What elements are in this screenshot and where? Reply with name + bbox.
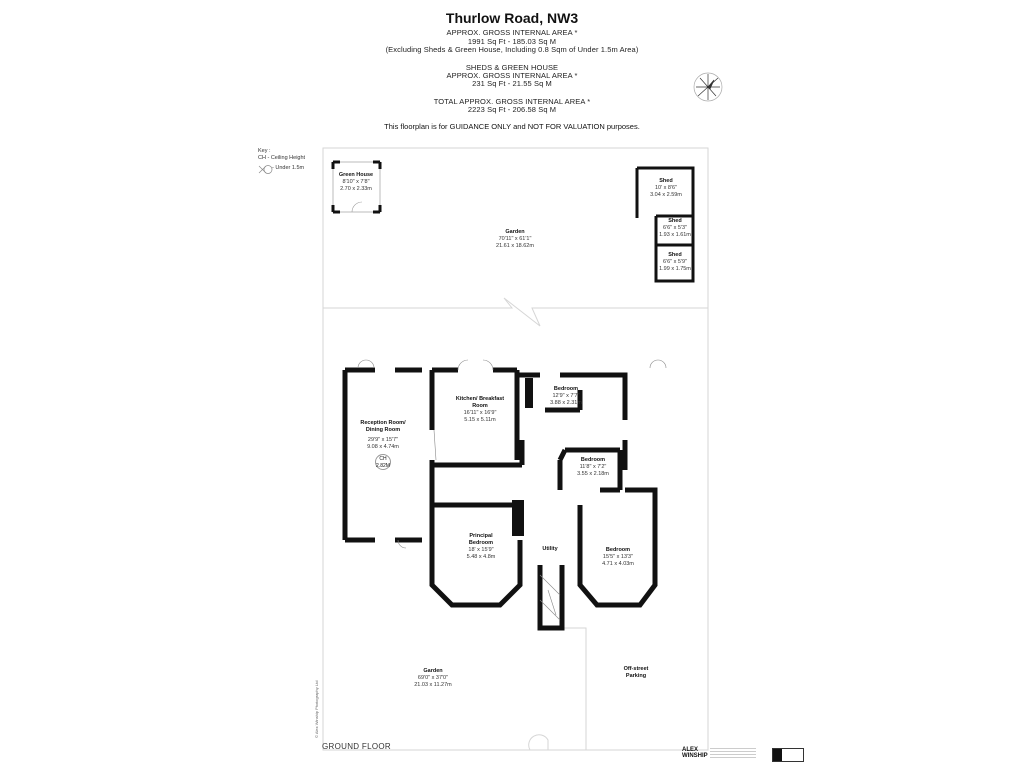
total-area-label: TOTAL APPROX. GROSS INTERNAL AREA * xyxy=(433,97,591,106)
room-metric: 21.61 x 18.62m xyxy=(496,243,534,249)
room-imperial: 16'11" x 16'9" xyxy=(463,410,497,416)
room-name: Kitchen/ Breakfast Room xyxy=(455,396,505,409)
room-parking: Off-street Parking xyxy=(618,666,654,680)
room-metric: 5.15 x 5.11m xyxy=(464,417,496,423)
under-height-icon xyxy=(258,165,273,174)
floor-label: GROUND FLOOR xyxy=(322,742,391,751)
room-imperial: 6'6" x 5'3" xyxy=(662,225,688,231)
room-shed-2: Shed 6'6" x 5'3" 1.93 x 1.61m xyxy=(657,218,693,239)
room-principal-bedroom: Principal Bedroom 18' x 15'9" 5.48 x 4.8… xyxy=(458,533,504,561)
room-utility: Utility xyxy=(536,546,564,553)
room-imperial: 6'6" x 5'9" xyxy=(662,259,688,265)
copyright: © Alex Winship Photography Ltd xyxy=(314,680,319,738)
area-value: 1991 Sq Ft - 185.03 Sq M xyxy=(467,37,557,46)
accreditation-text xyxy=(710,748,756,760)
key-title: Key : xyxy=(258,148,271,154)
room-imperial: 18' x 15'9" xyxy=(468,547,494,553)
room-bedroom-mid: Bedroom 11'8" x 7'2" 3.55 x 2.18m xyxy=(572,457,614,478)
room-shed-1: Shed 10' x 8'6" 3.04 x 2.59m xyxy=(640,178,692,199)
room-name: Bedroom xyxy=(580,457,606,463)
ch-label: CH xyxy=(379,456,387,462)
room-name: Shed xyxy=(659,178,673,184)
area-label: APPROX. GROSS INTERNAL AREA * xyxy=(446,28,578,37)
room-metric: 9.08 x 4.74m xyxy=(367,444,399,450)
room-metric: 1.93 x 1.61m xyxy=(659,232,691,238)
room-garden-front: Garden 69'0" x 37'0" 21.03 x 11.27m xyxy=(410,668,456,689)
room-metric: 3.55 x 2.18m xyxy=(577,471,609,477)
room-name: Garden xyxy=(505,229,525,235)
room-name: Garden xyxy=(423,668,443,674)
room-name: Off-street Parking xyxy=(623,666,649,679)
room-metric: 4.71 x 4.03m xyxy=(602,561,634,567)
room-imperial: 11'8" x 7'2" xyxy=(579,464,607,470)
room-metric: 21.03 x 11.27m xyxy=(414,682,452,688)
room-name: Utility xyxy=(542,546,558,552)
room-metric: 3.88 x 2.31m xyxy=(550,400,582,406)
sheds-area-value: 231 Sq Ft - 21.55 Sq M xyxy=(472,79,552,88)
room-metric: 3.04 x 2.59m xyxy=(650,192,682,198)
room-green-house: Green House 8'10" x 7'8" 2.70 x 2.33m xyxy=(338,172,374,193)
room-name: Bedroom xyxy=(553,386,579,392)
room-imperial: 70'11" x 61'1" xyxy=(498,236,532,242)
room-imperial: 29'9" x 15'7" xyxy=(367,437,399,443)
sheds-heading: SHEDS & GREEN HOUSE xyxy=(465,63,559,72)
ch-value: 2.82M xyxy=(376,463,390,469)
room-metric: 1.99 x 1.75m xyxy=(659,266,691,272)
room-imperial: 69'0" x 37'0" xyxy=(417,675,449,681)
disclaimer: This floorplan is for GUIDANCE ONLY and … xyxy=(384,122,640,131)
accreditation-badge xyxy=(772,748,804,762)
logo-line-1: ALEX xyxy=(682,747,699,753)
sheds-area-label: APPROX. GROSS INTERNAL AREA * xyxy=(446,71,578,80)
room-imperial: 8'10" x 7'8" xyxy=(342,179,370,185)
room-metric: 5.48 x 4.8m xyxy=(466,554,496,560)
key-ceiling-height: CH - Ceiling Height xyxy=(258,155,306,161)
room-kitchen: Kitchen/ Breakfast Room 16'11" x 16'9" 5… xyxy=(450,396,510,424)
compass-rose-icon xyxy=(693,72,723,102)
room-bedroom-front: Bedroom 15'5" x 13'3" 4.71 x 4.03m xyxy=(596,547,640,568)
room-bedroom-top: Bedroom 12'9" x 7'7" 3.88 x 2.31m xyxy=(545,386,587,407)
room-name: Principal Bedroom xyxy=(468,533,494,546)
room-imperial: 10' x 8'6" xyxy=(654,185,678,191)
room-garden-rear: Garden 70'11" x 61'1" 21.61 x 18.62m xyxy=(490,229,540,250)
key-legend: Key : CH - Ceiling Height - Under 1.5m xyxy=(258,148,305,172)
page-title: Thurlow Road, NW3 xyxy=(445,10,579,26)
key-under-height: - Under 1.5m xyxy=(272,165,305,171)
room-name: Green House xyxy=(338,172,374,178)
ceiling-height-badge: CH 2.82M xyxy=(375,454,391,470)
room-imperial: 15'5" x 13'3" xyxy=(602,554,634,560)
room-name: Shed xyxy=(668,252,682,258)
room-metric: 2.70 x 2.33m xyxy=(340,186,372,192)
room-name: Reception Room/ Dining Room xyxy=(360,420,406,433)
room-reception: Reception Room/ Dining Room 29'9" x 15'7… xyxy=(360,420,406,470)
brand-logo: ALEX WINSHIP xyxy=(682,747,708,759)
room-shed-3: Shed 6'6" x 5'9" 1.99 x 1.75m xyxy=(657,252,693,273)
area-note: (Excluding Sheds & Green House, Includin… xyxy=(385,45,639,54)
room-name: Shed xyxy=(668,218,682,224)
room-imperial: 12'9" x 7'7" xyxy=(552,393,580,399)
total-area-value: 2223 Sq Ft - 206.58 Sq M xyxy=(467,105,557,114)
logo-line-2: WINSHIP xyxy=(682,753,708,759)
room-name: Bedroom xyxy=(605,547,631,553)
